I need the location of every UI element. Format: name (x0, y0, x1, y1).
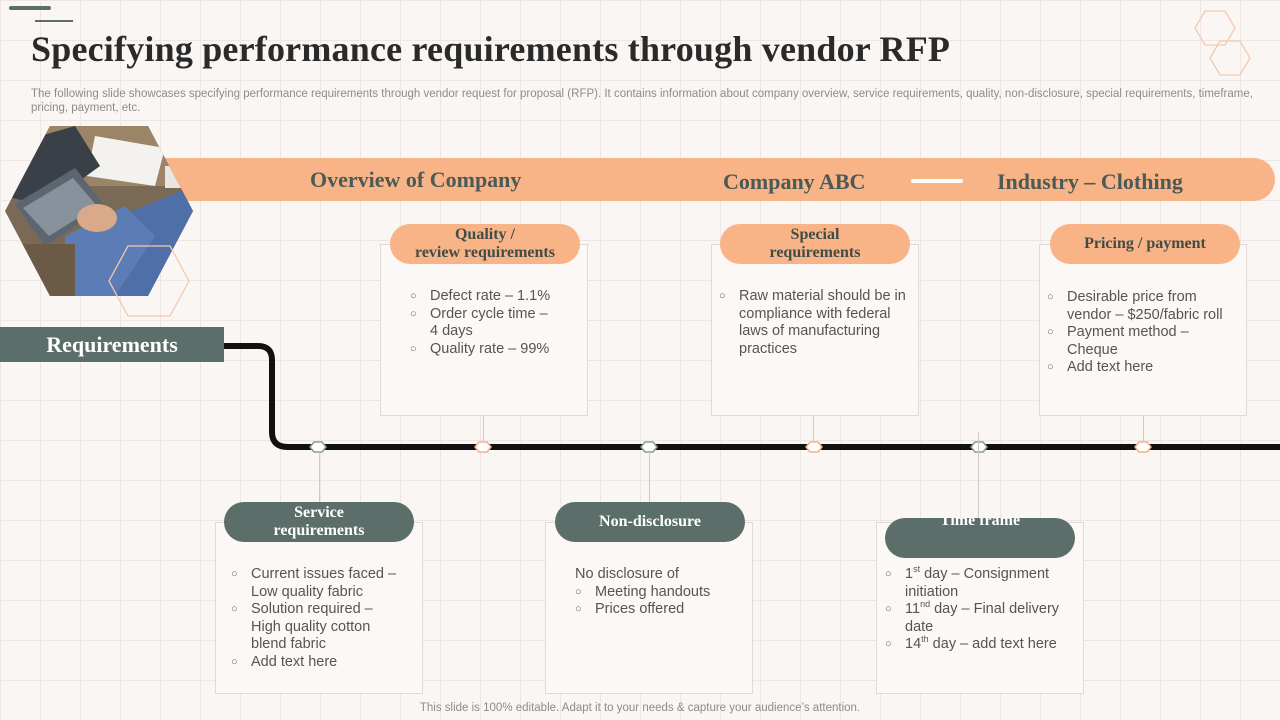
list-item-cont: date (905, 618, 934, 635)
pricing-card-title: Pricing / payment (1050, 224, 1240, 264)
overview-band (110, 158, 1275, 201)
special-card (711, 244, 919, 416)
timeline-marker (474, 441, 492, 453)
list-item: ○Prices offered (575, 601, 685, 617)
list-intro: No disclosure of (575, 566, 679, 582)
service-title-line1: Service (294, 504, 344, 521)
service-card-title: Service requirements (224, 502, 414, 542)
industry-label: Industry – Clothing (997, 169, 1183, 194)
page-subtitle: The following slide showcases specifying… (31, 88, 1253, 114)
timeline (224, 343, 1280, 453)
special-title-line2: requirements (769, 244, 861, 261)
service-card (215, 522, 423, 694)
list-item: ○Add text here (1047, 359, 1154, 375)
service-list: ○Current issues faced – Low quality fabr… (231, 566, 421, 671)
list-item: ○Raw material should be in (719, 288, 906, 304)
list-item: ○Meeting handouts (575, 583, 711, 600)
connector-line (978, 432, 979, 518)
list-item: ○1st day – Consignment (885, 564, 1050, 582)
connector-line (319, 452, 320, 502)
list-item: ○Quality rate – 99% (410, 340, 550, 357)
quality-card (380, 244, 588, 416)
special-title-line1: Special (790, 226, 840, 243)
timeline-marker (640, 441, 658, 453)
requirements-label: Requirements (0, 327, 224, 362)
timeframe-card-title: Time frame (885, 518, 1075, 558)
footer-note: This slide is 100% editable. Adapt it to… (419, 702, 861, 714)
decorative-bar (35, 20, 73, 22)
connector-line (813, 415, 814, 442)
nondisclosure-list: No disclosure of ○Meeting handouts ○Pric… (575, 566, 750, 619)
nondisclosure-card-title: Non-disclosure (555, 502, 745, 542)
timeline-marker (805, 441, 823, 453)
timeline-marker (970, 441, 988, 453)
timeframe-list: ○1st day – Consignment initiation ○11nd … (885, 564, 1080, 654)
company-name: Company ABC (723, 169, 866, 194)
special-list: ○Raw material should be in compliance wi… (719, 288, 914, 358)
list-item: ○Order cycle time – (410, 305, 548, 322)
service-title-line2: requirements (273, 522, 365, 539)
connector-line (1143, 415, 1144, 442)
list-item: ○11nd day – Final delivery (885, 599, 1060, 617)
list-item-cont: Cheque (1067, 341, 1118, 358)
pricing-card (1039, 244, 1247, 416)
list-item: ○Current issues faced – (231, 566, 397, 582)
office-photo (5, 126, 193, 296)
page-title: Specifying performance requirements thro… (31, 29, 951, 69)
quality-list: ○Defect rate – 1.1% ○Order cycle time – … (410, 288, 580, 358)
decorative-hexagons (1194, 10, 1251, 76)
list-item: ○14th day – add text here (885, 634, 1057, 652)
timeframe-title-text: Time frame (939, 518, 1021, 529)
quality-title-line2: review requirements (415, 244, 555, 261)
list-item-cont: practices (739, 340, 798, 357)
connector-line (483, 415, 484, 442)
list-item-cont: 4 days (430, 323, 473, 339)
decorative-bar (9, 6, 51, 10)
timeline-marker (1134, 441, 1152, 453)
separator (911, 179, 963, 183)
list-item-cont: vendor – $250/fabric roll (1067, 306, 1223, 323)
pricing-list: ○Desirable price from vendor – $250/fabr… (1047, 289, 1242, 377)
list-item-cont: High quality cotton (251, 618, 371, 635)
nondisclosure-card (545, 522, 753, 694)
list-item: ○Add text here (231, 653, 338, 670)
list-item: ○Defect rate – 1.1% (410, 288, 551, 304)
list-item-cont: initiation (905, 583, 959, 600)
list-item: ○Solution required – (231, 601, 373, 617)
quality-title-line1: Quality / (454, 226, 515, 243)
quality-card-title: Quality / review requirements (390, 224, 580, 264)
overview-label: Overview of Company (310, 167, 522, 192)
list-item-cont: Low quality fabric (251, 583, 364, 600)
list-item-cont: compliance with federal (739, 305, 891, 322)
list-item-cont: laws of manufacturing (739, 323, 881, 339)
list-item: ○Payment method – (1047, 324, 1189, 340)
list-item: ○Desirable price from (1047, 289, 1197, 305)
decorative-hexagon (108, 245, 190, 317)
timeline-marker (309, 441, 327, 453)
list-item-cont: blend fabric (251, 636, 326, 652)
connector-line (649, 452, 650, 502)
special-card-title: Special requirements (720, 224, 910, 264)
